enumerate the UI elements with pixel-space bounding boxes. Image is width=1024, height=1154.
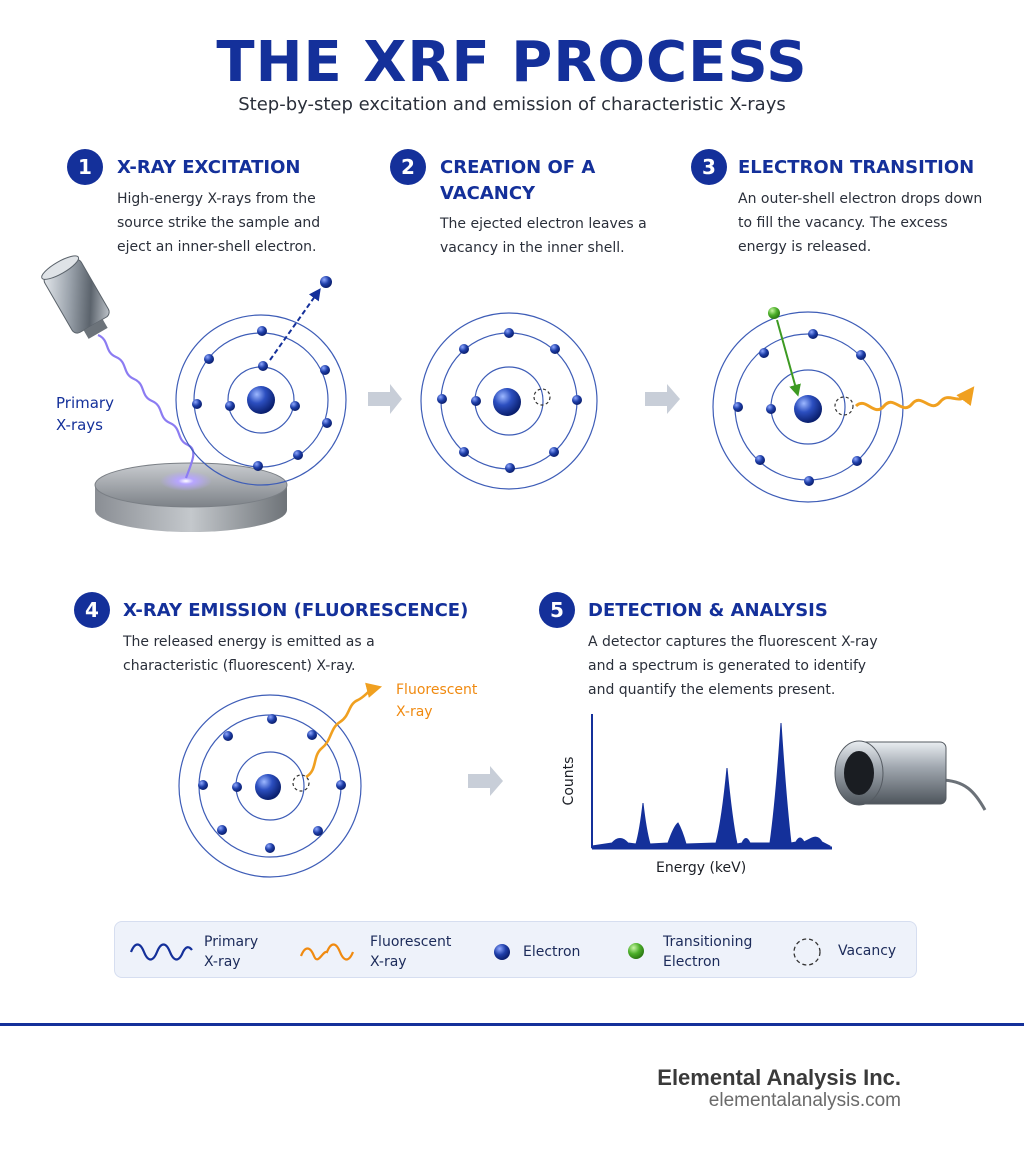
flow-arrow-2-3 <box>645 384 680 414</box>
step-4-badge: 4 <box>74 592 110 628</box>
atom-step-3 <box>712 307 975 503</box>
footer-divider <box>0 1023 1024 1026</box>
primary-xray-wave <box>97 333 195 479</box>
step-3-description: An outer-shell electron drops down to fi… <box>738 191 983 255</box>
legend-electron-label: Electron <box>523 944 581 960</box>
step-2-title: CREATION OF A VACANCY <box>440 157 596 204</box>
flow-arrow-4-5 <box>468 766 503 796</box>
step-3-title: ELECTRON TRANSITION <box>738 157 975 178</box>
legend-icons <box>129 938 821 966</box>
transitioning-electron-icon <box>628 943 644 959</box>
step-3-badge: 3 <box>691 149 727 185</box>
step-1-description: High-energy X-rays from the source strik… <box>117 191 321 255</box>
legend-vacancy-label: Vacancy <box>838 943 897 959</box>
legend-primary-label: Primary X-ray <box>204 934 259 970</box>
step-1-title: X-RAY EXCITATION <box>117 157 301 178</box>
spectrum-chart <box>591 714 832 850</box>
step-1-badge: 1 <box>67 149 103 185</box>
step-2-badge: 2 <box>390 149 426 185</box>
spectrum-y-label: Counts <box>561 756 577 806</box>
spectrum-x-label: Energy (keV) <box>656 860 747 876</box>
step-2-description: The ejected electron leaves a vacancy in… <box>440 216 647 256</box>
atom-step-2 <box>420 312 598 490</box>
spectrum-curve <box>591 722 831 849</box>
company-url: elementalanalysis.com <box>708 1090 901 1111</box>
xray-tube-icon <box>41 255 110 339</box>
primary-wave-icon <box>129 943 193 961</box>
atom-step-1 <box>175 276 347 486</box>
page-subtitle: Step-by-step excitation and emission of … <box>238 94 786 115</box>
company-name: Elemental Analysis Inc. <box>657 1065 901 1090</box>
sample-disk-icon <box>94 462 288 532</box>
flow-arrow-1-2 <box>368 384 402 414</box>
step-5-badge: 5 <box>539 592 575 628</box>
atom-step-4 <box>178 682 383 878</box>
fluorescent-wave-icon <box>299 943 355 961</box>
legend-fluorescent-label: Fluorescent X-ray <box>370 934 452 970</box>
legend-transitioning-label: Transitioning Electron <box>663 934 753 970</box>
detector-icon <box>834 740 987 811</box>
transitioning-electron <box>768 307 780 319</box>
step-4-title: X-RAY EMISSION (FLUORESCENCE) <box>123 600 469 621</box>
step-5-title: DETECTION & ANALYSIS <box>588 600 828 621</box>
fluorescent-xray-label: Fluorescent X-ray <box>396 682 478 720</box>
step-4-description: The released energy is emitted as a char… <box>123 634 375 674</box>
step-5-description: A detector captures the fluorescent X-ra… <box>588 634 878 698</box>
vacancy-icon <box>793 938 821 966</box>
vacancy-icon <box>533 388 551 406</box>
electron-icon <box>494 944 510 960</box>
legend: Primary X-ray Fluorescent X-ray Electron… <box>114 921 917 978</box>
primary-xrays-label: Primary X-rays <box>56 394 114 434</box>
page-title: THE XRF PROCESS <box>216 30 808 95</box>
